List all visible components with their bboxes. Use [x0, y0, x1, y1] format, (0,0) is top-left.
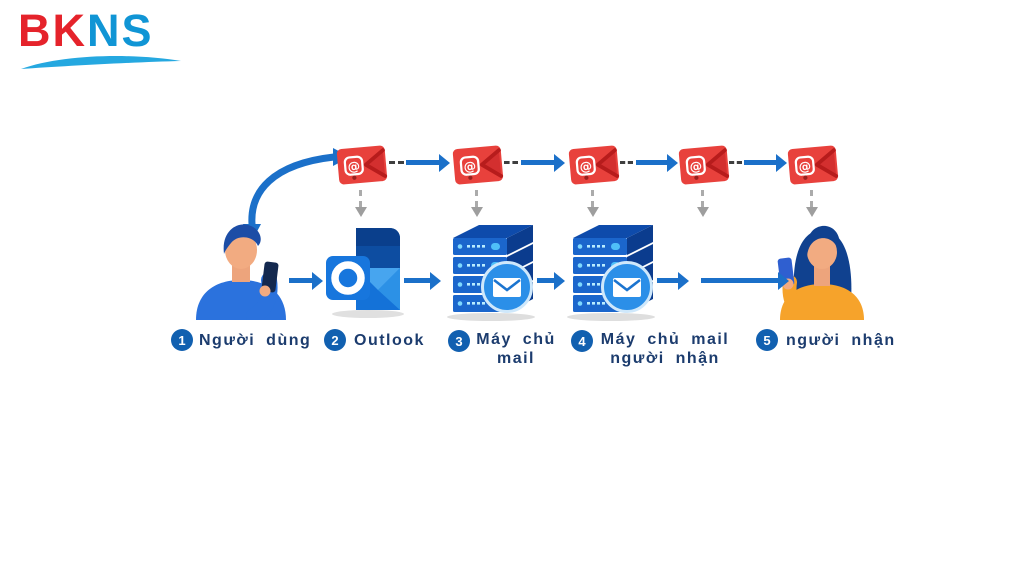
dashed-connector: [729, 161, 742, 164]
email-envelope-icon: @: [451, 143, 504, 188]
step-label-mail-server: Máy chủ mail: [468, 330, 564, 368]
outlook-icon: [326, 228, 404, 318]
at-glyph: @: [689, 158, 703, 174]
arrow-right-icon: [521, 153, 565, 172]
step-number-badge: 3: [448, 330, 470, 352]
email-envelope-icon: @: [677, 143, 730, 188]
at-glyph: @: [463, 158, 477, 174]
arrow-right-icon: [701, 271, 789, 290]
logo-part-bk: BK: [18, 5, 87, 56]
at-glyph: @: [798, 158, 812, 174]
dashed-down-arrow-icon: [697, 190, 709, 217]
step-number-badge: 2: [324, 329, 346, 351]
logo-part-ns: NS: [87, 5, 154, 56]
email-envelope-icon: @: [335, 143, 388, 188]
step-label-line: mail: [496, 350, 535, 367]
email-envelope-icon: @: [786, 143, 839, 188]
bkns-logo: BKNS: [18, 8, 188, 69]
mail-badge-icon: [601, 261, 653, 313]
arrow-right-icon: [406, 153, 450, 172]
dashed-down-arrow-icon: [806, 190, 818, 217]
user-sender-illustration: [196, 224, 286, 320]
dashed-connector: [389, 161, 404, 164]
step-number-badge: 4: [571, 330, 593, 352]
arrow-right-icon: [289, 271, 323, 290]
step-label-user: Người dùng: [199, 332, 312, 349]
email-envelope-icon: @: [567, 143, 620, 188]
mail-badge-icon: [481, 261, 533, 313]
at-glyph: @: [579, 158, 593, 174]
step-label-line: Máy chủ: [476, 331, 556, 348]
step-label-outlook: Outlook: [354, 332, 425, 349]
step-number-badge: 1: [171, 329, 193, 351]
step-label-recipient-mail-server: Máy chủ mail người nhận: [596, 330, 734, 368]
arrow-right-icon: [744, 153, 787, 172]
dashed-down-arrow-icon: [355, 190, 367, 217]
dashed-down-arrow-icon: [587, 190, 599, 217]
bkns-logo-text: BKNS: [18, 8, 188, 53]
logo-swoosh-icon: [21, 56, 181, 69]
step-number-badge: 5: [756, 329, 778, 351]
step-label-recipient: người nhận: [786, 332, 896, 349]
arrow-right-icon: [636, 153, 678, 172]
at-glyph: @: [347, 158, 361, 174]
user-recipient-illustration: [777, 225, 864, 320]
arrow-right-icon: [537, 271, 565, 290]
dashed-connector: [620, 161, 633, 164]
arrow-right-icon: [657, 271, 689, 290]
step-label-line: Máy chủ mail: [600, 331, 730, 348]
arrow-right-icon: [404, 271, 441, 290]
step-label-line: người nhận: [610, 350, 720, 367]
dashed-connector: [504, 161, 518, 164]
dashed-down-arrow-icon: [471, 190, 483, 217]
